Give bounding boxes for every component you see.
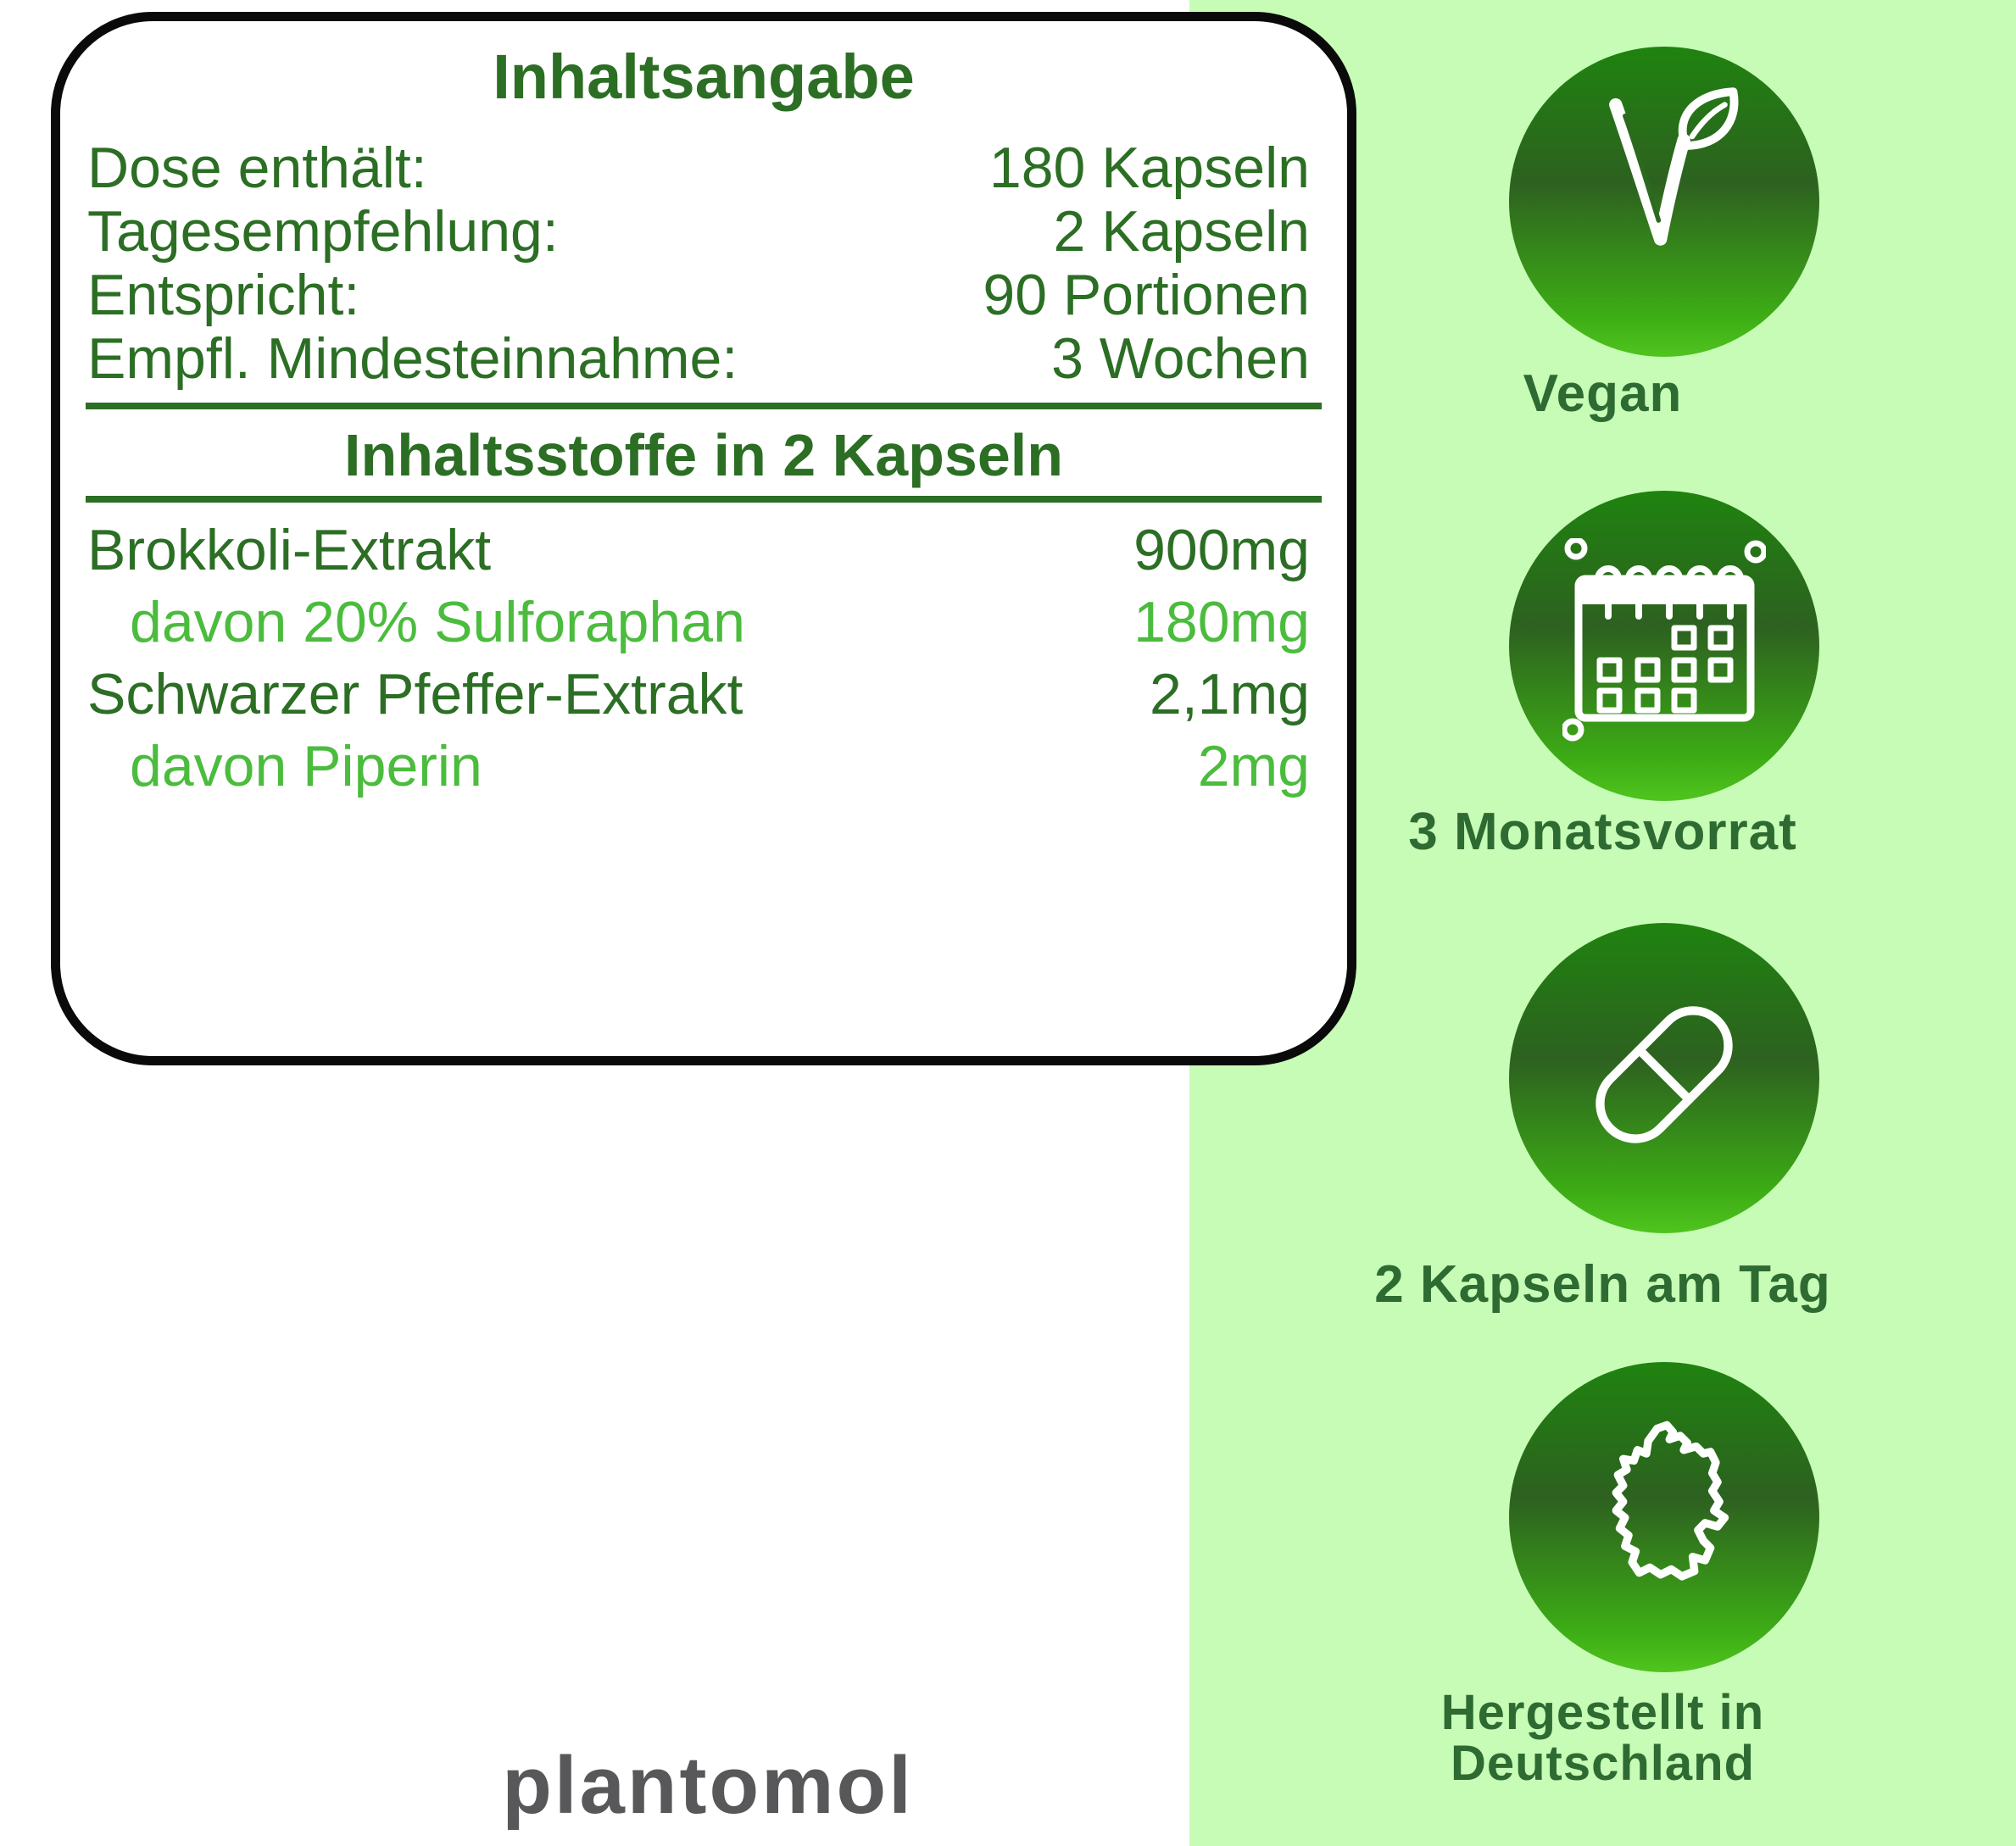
- ingredient-row: davon Piperin 2mg: [86, 731, 1322, 803]
- vegan-badge: [1509, 47, 1819, 357]
- ingredient-value: 180mg: [1133, 590, 1310, 654]
- ingredient-label: Brokkoli-Extrakt: [87, 518, 492, 582]
- ingredient-value: 2mg: [1197, 734, 1310, 798]
- summary-label: Entspricht:: [87, 263, 360, 327]
- summary-label: Dose enthält:: [87, 136, 427, 200]
- contents-title: Inhaltsangabe: [493, 42, 915, 112]
- ingredient-label: Schwarzer Pfeffer-Extrakt: [87, 662, 743, 726]
- made-in-germany-badge-label: Hergestellt in Deutschland: [1189, 1688, 2016, 1789]
- badge-label-text: Vegan: [1523, 364, 1683, 423]
- ingredient-row: davon 20% Sulforaphan 180mg: [86, 587, 1322, 659]
- summary-row: Empfl. Mindesteinnahme: 3 Wochen: [86, 327, 1322, 391]
- summary-label: Tagesempfehlung:: [87, 199, 559, 264]
- vegan-badge-label: Vegan: [1189, 364, 2016, 424]
- brand-logo: plantomol: [502, 1740, 914, 1831]
- ingredient-label: davon 20% Sulforaphan: [130, 590, 745, 654]
- ingredient-label: davon Piperin: [130, 734, 482, 798]
- divider-line: [86, 403, 1322, 409]
- badge-label-text: 2 Kapseln am Tag: [1374, 1255, 1831, 1314]
- benefits-panel: Vegan: [1189, 0, 2016, 1846]
- summary-value: 2 Kapseln: [1053, 199, 1310, 264]
- dosage-badge-label: 2 Kapseln am Tag: [1189, 1255, 2016, 1315]
- dosage-badge: [1509, 923, 1819, 1233]
- made-in-germany-badge: [1509, 1362, 1819, 1672]
- summary-value: 90 Portionen: [983, 263, 1310, 327]
- summary-label: Empfl. Mindesteinnahme:: [87, 326, 738, 391]
- summary-value: 3 Wochen: [1051, 326, 1310, 391]
- supply-badge: [1509, 491, 1819, 801]
- contents-box: Inhaltsangabe Dose enthält: 180 Kapseln …: [51, 12, 1356, 1065]
- summary-row: Entspricht: 90 Portionen: [86, 264, 1322, 327]
- summary-table: Dose enthält: 180 Kapseln Tagesempfehlun…: [86, 136, 1322, 391]
- ingredient-value: 900mg: [1133, 518, 1310, 582]
- badge-label-line2: Deutschland: [1450, 1736, 1756, 1791]
- capsule-icon: [1596, 1006, 1733, 1143]
- supply-badge-label: 3 Monatsvorrat: [1189, 803, 2016, 862]
- badge-label-line1: Hergestellt in: [1440, 1685, 1765, 1740]
- vegan-v-leaf-icon: [1609, 87, 1739, 246]
- ingredient-value: 2,1mg: [1150, 662, 1310, 726]
- calendar-icon: [1562, 538, 1766, 742]
- germany-map-icon: [1612, 1421, 1729, 1581]
- ingredients-table: Brokkoli-Extrakt 900mg davon 20% Sulfora…: [86, 514, 1322, 803]
- summary-row: Tagesempfehlung: 2 Kapseln: [86, 200, 1322, 264]
- ingredients-section-title: Inhaltsstoffe in 2 Kapseln: [344, 422, 1063, 488]
- ingredient-row: Brokkoli-Extrakt 900mg: [86, 514, 1322, 587]
- divider-line: [86, 496, 1322, 503]
- ingredient-row: Schwarzer Pfeffer-Extrakt 2,1mg: [86, 659, 1322, 731]
- summary-row: Dose enthält: 180 Kapseln: [86, 136, 1322, 200]
- summary-value: 180 Kapseln: [989, 136, 1310, 200]
- badge-label-text: 3 Monatsvorrat: [1408, 803, 1797, 861]
